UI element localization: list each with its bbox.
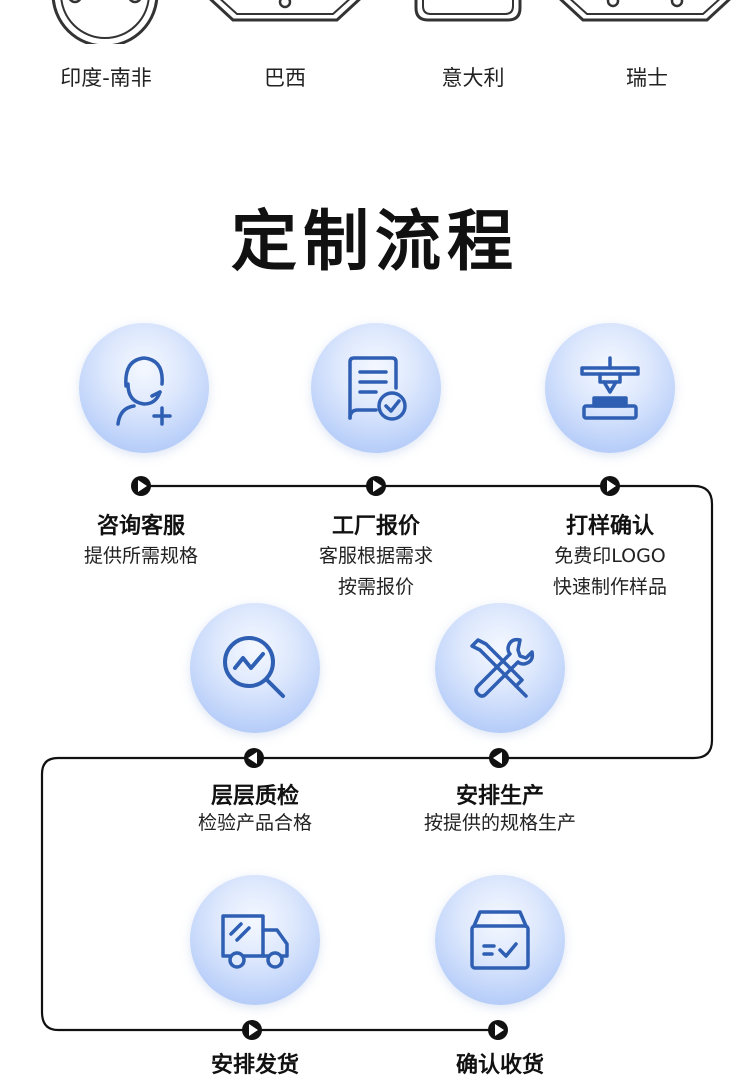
rounded-rectangle-plug-icon: [414, 0, 522, 22]
plug-label-brazil: 巴西: [264, 66, 306, 90]
step-inspection-circle: [190, 603, 320, 733]
flow-arrow-markers: [131, 476, 620, 1040]
step-title-receipt: 确认收货: [455, 1053, 544, 1078]
round-three-pin-plug-icon: [51, 0, 159, 44]
arrow-right-icon: [131, 476, 151, 496]
step-desc-quote-line1: 客服根据需求: [318, 545, 433, 567]
package-box-icon: [470, 910, 530, 970]
step-receipt-circle: [435, 875, 565, 1005]
step-desc-sample-line1: 免费印LOGO: [554, 545, 666, 567]
plug-types-row: 印度-南非 巴西 意大利 瑞士: [0, 0, 750, 110]
plug-label-switzerland: 瑞士: [626, 66, 668, 90]
step-desc-quote-line2: 按需报价: [337, 576, 414, 598]
wrench-screwdriver-icon: [470, 637, 535, 698]
delivery-truck-icon: [221, 914, 289, 969]
arrow-right-icon: [600, 476, 620, 496]
step-desc-sample-line2: 快速制作样品: [552, 576, 667, 598]
arrow-left-icon: [244, 748, 264, 768]
step-quote-circle: [311, 323, 441, 453]
magnifier-inspection-icon: [223, 636, 285, 698]
arrow-right-icon: [488, 1020, 508, 1040]
step-title-sample: 打样确认: [565, 514, 654, 539]
step-shipping-circle: [190, 875, 320, 1005]
section-title: 定制流程: [231, 203, 519, 280]
step-production-circle: [435, 603, 565, 733]
step-consult-circle: [79, 323, 209, 453]
step-title-production: 安排生产: [455, 784, 544, 809]
arrow-left-icon: [489, 748, 509, 768]
step-sample-circle: [545, 323, 675, 453]
step-desc-production-line1: 按提供的规格生产: [423, 812, 576, 834]
step-desc-consult-line1: 提供所需规格: [83, 545, 198, 567]
arrow-right-icon: [366, 476, 386, 496]
quote-document-check-icon: [348, 356, 407, 421]
step-title-quote: 工厂报价: [331, 514, 420, 539]
customer-service-add-icon: [116, 356, 172, 426]
arrow-right-icon: [242, 1020, 262, 1040]
plug-label-india-south-africa: 印度-南非: [60, 66, 152, 90]
plug-label-italy: 意大利: [441, 66, 505, 90]
hexagonal-plug-icon: [559, 0, 731, 22]
process-flow-connector: [40, 476, 714, 1040]
step-title-shipping: 安排发货: [210, 1053, 299, 1078]
printer-sample-icon: [580, 356, 640, 420]
step-title-inspection: 层层质检: [210, 784, 299, 809]
step-title-consult: 咨询客服: [96, 514, 185, 539]
hexagonal-plug-icon: [209, 0, 361, 22]
step-desc-inspection-line1: 检验产品合格: [197, 812, 312, 834]
